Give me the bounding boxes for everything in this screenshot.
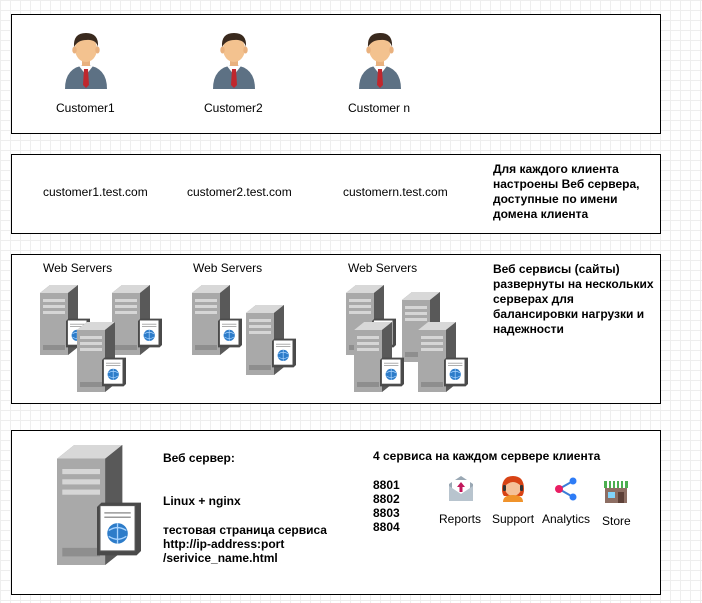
port-8803: 8803 — [373, 506, 400, 520]
services-title: 4 сервиса на каждом сервере клиента — [373, 449, 601, 463]
domain-1-label: customer1.test.com — [43, 185, 148, 199]
analytics-icon — [555, 477, 577, 501]
domains-note: Для каждого клиента настроены Веб сервер… — [493, 162, 640, 221]
port-8801: 8801 — [373, 478, 400, 492]
service-store-label: Store — [602, 514, 631, 528]
customers-panel — [11, 14, 661, 134]
port-8804: 8804 — [373, 520, 400, 534]
port-8802: 8802 — [373, 492, 400, 506]
customer-1-label: Customer1 — [56, 101, 115, 115]
web-page-icon — [102, 357, 126, 387]
web-page-icon — [138, 318, 162, 348]
webservers-group-2-label: Web Servers — [193, 261, 263, 275]
web-page-icon — [444, 357, 468, 387]
web-page-icon — [218, 318, 242, 348]
service-analytics-label: Analytics — [542, 512, 591, 526]
customer-2-icon — [209, 29, 259, 89]
store-icon — [604, 481, 628, 503]
customer-n-icon — [355, 29, 405, 89]
service-reports-label: Reports — [439, 512, 482, 526]
test-page-line-1: тестовая страница сервиса — [163, 523, 327, 537]
test-page-line-2: http://ip-address:port — [163, 537, 285, 551]
customer-n-label: Customer n — [348, 101, 411, 115]
web-page-icon — [97, 500, 141, 558]
domains-panel — [11, 154, 661, 234]
server-stack-label: Linux + nginx — [163, 494, 241, 508]
webservers-group-3-label: Web Servers — [348, 261, 418, 275]
domain-2-label: customer2.test.com — [187, 185, 292, 199]
customer-1-icon — [61, 29, 111, 89]
web-page-icon — [380, 357, 404, 387]
customer-2-label: Customer2 — [204, 101, 263, 115]
web-page-icon — [272, 338, 296, 368]
reports-icon — [449, 476, 473, 501]
webservers-note: Веб сервисы (сайты) развернуты на нескол… — [493, 262, 654, 336]
server-detail-title: Веб сервер: — [163, 451, 235, 465]
domain-n-label: customern.test.com — [343, 185, 448, 199]
webservers-group-1-label: Web Servers — [43, 261, 113, 275]
service-support-label: Support — [492, 512, 535, 526]
test-page-line-3: /serivice_name.html — [163, 551, 278, 565]
support-icon — [502, 476, 524, 502]
